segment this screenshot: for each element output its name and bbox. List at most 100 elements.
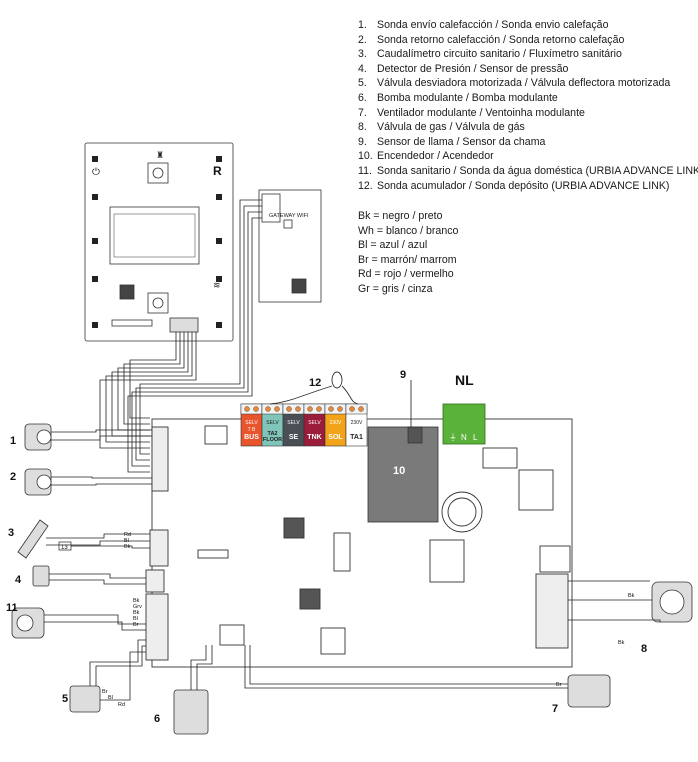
wire-label-fan: Br — [556, 682, 562, 688]
igniter-number: 10 — [393, 465, 405, 477]
gateway-chip — [291, 278, 307, 294]
legend-text: Sonda retorno calefacción / Sonda retorn… — [377, 33, 625, 46]
mains-connector: NL ⏚ N L — [442, 372, 486, 445]
control-panel-frame — [84, 142, 234, 342]
board-resistor — [197, 549, 229, 559]
center-button-circle — [152, 297, 164, 309]
label-6: 6 — [154, 713, 160, 725]
terminal-screw — [244, 406, 250, 412]
gateway-wifi: GATEWAY WIFI — [258, 189, 322, 303]
mcu-chip — [283, 517, 305, 539]
relay-2 — [518, 469, 554, 511]
panel-connector — [169, 317, 199, 333]
legend-item: 7.Ventilador modulante / Ventoinha modul… — [358, 106, 698, 121]
gateway-label: GATEWAY WIFI — [269, 213, 309, 219]
legend-text: Caudalímetro circuito sanitario / Fluxím… — [377, 48, 622, 61]
terminal-screw — [274, 406, 280, 412]
terminal-name: TNK — [307, 434, 321, 441]
label-5: 5 — [62, 693, 68, 705]
relay-1 — [482, 447, 518, 469]
gas-valve-coil — [659, 589, 685, 615]
terminal-voltage: SELV — [308, 420, 321, 426]
terminal-screw — [295, 406, 301, 412]
igniter-box — [367, 426, 439, 523]
driver-chip — [299, 588, 321, 610]
legend-item: 11. Sonda sanitario / Sonda da água domés… — [358, 164, 698, 179]
wire-label-gas-1: Bk — [618, 640, 625, 646]
terminal-screws — [345, 403, 368, 415]
terminal-voltage: SELV — [266, 420, 279, 426]
terminal-screw — [265, 406, 271, 412]
wire-label-gas-0: Bk — [628, 593, 635, 599]
probe-tag-label: 13 — [61, 545, 68, 551]
terminal-screw — [286, 406, 292, 412]
legend-text: Sonda envío calefacción / Sonda envio ca… — [377, 19, 609, 31]
legend-text: Sonda sanitario / Sonda da água doméstic… — [377, 164, 698, 177]
legend-text: Encendedor / Acendedor — [377, 150, 494, 163]
legend-text: Sonda acumulador / Sonda depósito (URBIA… — [377, 179, 670, 192]
wire-label-pressure-4: Br — [133, 622, 139, 628]
legend-number: 12. — [358, 179, 373, 192]
knob-button-circle — [152, 167, 164, 179]
legend-item: 3.Caudalímetro circuito sanitario / Flux… — [358, 47, 698, 62]
mains-terminal-n: N — [461, 433, 467, 442]
legend-item: 9.Sensor de llama / Sensor da chama — [358, 135, 698, 150]
wire-label-valve-2: Rd — [118, 702, 125, 708]
terminal-name: TA1 — [350, 434, 363, 441]
relay-3 — [539, 545, 571, 573]
legend-number: 2. — [358, 33, 367, 46]
color-code-item: Br = marrón/ marrom — [358, 253, 457, 266]
ribbon-connector — [111, 319, 153, 327]
wire-label-pressure-1: Grv — [133, 604, 142, 610]
wire-label-pressure-0: Bk — [133, 598, 140, 604]
panel-harness — [99, 199, 262, 473]
label-1: 1 — [10, 435, 16, 447]
legend-item: 6.Bomba modulante / Bomba modulante — [358, 91, 698, 106]
panel-buttons — [92, 156, 222, 328]
pressure-sensor — [32, 565, 50, 587]
capacitor-inner — [447, 497, 477, 527]
knob-icon: ♜ — [156, 150, 164, 160]
diverter-valve — [69, 685, 101, 713]
gateway-frame — [258, 189, 322, 303]
terminal-screw — [358, 406, 364, 412]
color-code-item: Wh = blanco / branco — [358, 224, 459, 237]
terminal-screw — [328, 406, 334, 412]
legend-item: 4.Detector de Presión / Sensor de pressã… — [358, 62, 698, 77]
terminal-name: SE — [289, 434, 299, 441]
fuse-block — [320, 627, 346, 655]
capacitor — [441, 491, 483, 533]
terminal-pins: T B — [248, 427, 256, 433]
legend-number: 4. — [358, 62, 367, 75]
pump-connector — [219, 624, 245, 646]
terminal-screws — [303, 403, 326, 415]
component-wiring — [44, 429, 661, 701]
terminal-screws — [324, 403, 347, 415]
legend-number: 11. — [358, 164, 372, 177]
color-code-item: Bl = azul / azul — [358, 239, 428, 252]
color-code-item: Gr = gris / cinza — [358, 282, 433, 295]
terminal-name: SOL — [328, 434, 343, 441]
component-numbers: 1 2 3 4 11 5 6 7 8 — [6, 435, 647, 725]
transformer — [429, 539, 465, 583]
terminal-screw — [253, 406, 259, 412]
terminal-voltage: 230V — [351, 420, 363, 426]
mains-terminal-l: L — [473, 433, 478, 442]
igniter-terminal — [407, 426, 423, 444]
legend-number: 5. — [358, 77, 367, 90]
legend-number: 10. — [358, 150, 373, 163]
dhw-probe-head — [16, 614, 34, 632]
label-8: 8 — [641, 643, 647, 655]
power-icon: ⏻ — [92, 167, 100, 178]
probe-tag: 13 — [58, 541, 72, 551]
wire-label-hall-1: Bl — [124, 538, 129, 544]
panel-chip — [119, 284, 135, 300]
legend-text: Sensor de llama / Sensor da chama — [377, 135, 546, 148]
legend-number: 7. — [358, 106, 367, 119]
terminal-voltage: 230V — [330, 420, 342, 426]
wire-label-pressure-3: Bl — [133, 616, 138, 622]
pump — [173, 689, 209, 735]
legend-number: 6. — [358, 91, 367, 104]
display-inner — [113, 213, 196, 258]
